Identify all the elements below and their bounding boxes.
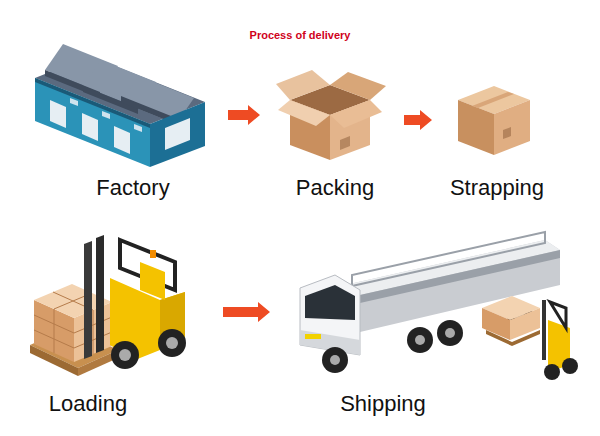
small-forklift xyxy=(482,296,578,380)
stage-label: Packing xyxy=(296,175,374,201)
stage-label: Shipping xyxy=(340,391,426,417)
forklift-with-pallet xyxy=(30,235,186,376)
factory-building xyxy=(35,44,205,167)
stage-label: Loading xyxy=(49,391,127,417)
stage-node: Shipping xyxy=(278,232,574,423)
flatbed-truck xyxy=(300,232,560,373)
stage-node: Factory xyxy=(30,30,220,207)
open-box xyxy=(276,70,386,160)
stage-node: Packing xyxy=(268,60,396,207)
flow-arrow xyxy=(223,302,270,322)
flow-arrow xyxy=(228,105,260,125)
closed-box xyxy=(458,86,530,155)
flow-arrow xyxy=(404,110,432,130)
stage-label: Factory xyxy=(96,175,169,201)
stage-node: Loading xyxy=(25,225,215,423)
stage-node: Strapping xyxy=(440,70,558,207)
stage-label: Strapping xyxy=(450,175,544,201)
diagram-title: Process of delivery xyxy=(0,29,600,41)
